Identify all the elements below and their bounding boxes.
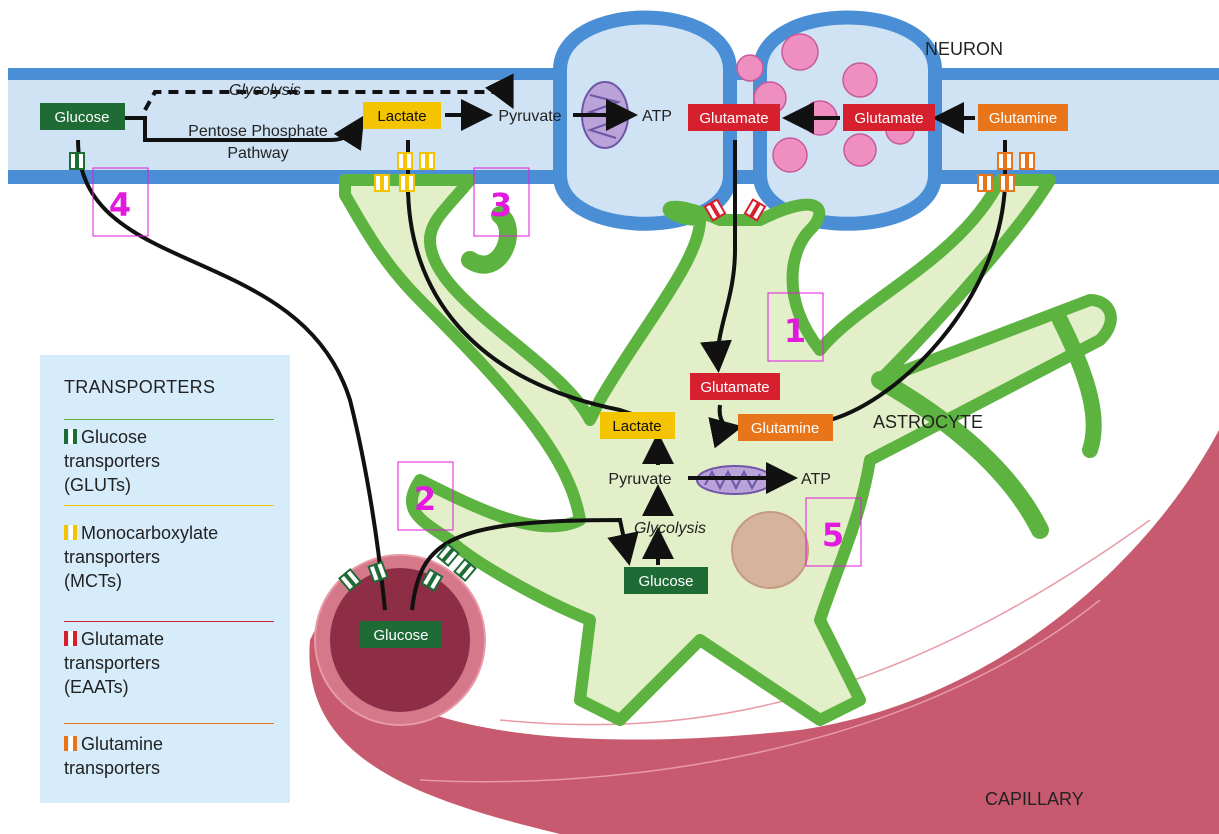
glucose-transporter-icon xyxy=(69,152,85,170)
neuron-glutamate-box-1: Glutamate xyxy=(688,104,780,131)
neuron-glutamine-box: Glutamine xyxy=(978,104,1068,131)
astrocyte-nucleus xyxy=(731,511,809,589)
neuron-region-label: NEURON xyxy=(925,39,1003,59)
pentose-pathway-label-2: Pathway xyxy=(227,145,288,162)
glutamate-transporter-icon xyxy=(743,198,767,222)
neuron-glutamate-label-1: Glutamate xyxy=(699,110,768,127)
transporters-legend: TRANSPORTERS Glucose transporters (GLUTs… xyxy=(40,355,290,803)
astrocyte-pyruvate-label: Pyruvate xyxy=(608,471,671,488)
marker-5: 5 xyxy=(805,497,862,567)
lactate-transporter-icon xyxy=(399,174,415,192)
neuron-glutamine-label: Glutamine xyxy=(989,110,1057,127)
glucose-transporter-icon xyxy=(453,557,477,583)
transporters xyxy=(69,152,1035,593)
glutamine-transporter-icon xyxy=(977,174,993,192)
glucose-transporter-icon xyxy=(436,542,460,568)
monocarboxylate-transporter-icon xyxy=(64,525,77,540)
neuron-atp-label: ATP xyxy=(642,108,672,125)
svg-text:4: 4 xyxy=(109,186,131,224)
glucose-transporter-icon xyxy=(64,429,77,444)
neuron-glucose-label: Glucose xyxy=(54,109,109,126)
legend-title: TRANSPORTERS xyxy=(64,377,216,397)
legend-item-mcts: Monocarboxylate transporters (MCTs) xyxy=(64,523,219,591)
glycolysis-dashed-arrow xyxy=(143,73,514,111)
astrocyte-lactate-box: Lactate xyxy=(600,412,675,439)
neuron-lactate-box: Lactate xyxy=(363,102,441,129)
svg-text:3: 3 xyxy=(490,186,512,224)
marker-3: 3 xyxy=(473,167,530,237)
legend-divider xyxy=(64,505,274,506)
svg-text:5: 5 xyxy=(822,516,844,554)
svg-text:1: 1 xyxy=(784,312,806,350)
marker-1: 1 xyxy=(767,292,824,362)
capillary-glucose-label: Glucose xyxy=(373,627,428,644)
legend-item-eaats: Glutamate transporters (EAATs) xyxy=(64,629,165,697)
svg-text:2: 2 xyxy=(414,480,436,518)
astrocyte-lactate-label: Lactate xyxy=(612,418,661,435)
neuron-pyruvate-label: Pyruvate xyxy=(498,108,561,125)
astrocyte-atp-label: ATP xyxy=(801,471,831,488)
lactate-transporter-icon xyxy=(419,152,435,170)
glucose-transporter-icon xyxy=(367,560,389,584)
neuron-glutamate-label-2: Glutamate xyxy=(854,110,923,127)
astrocyte-region-label: ASTROCYTE xyxy=(873,412,983,432)
astrocyte-glutamine-label: Glutamine xyxy=(751,420,819,437)
neuron-glutamate-box-2: Glutamate xyxy=(843,104,935,131)
astrocyte-glutamate-label: Glutamate xyxy=(700,379,769,396)
glutamine-transporter-icon xyxy=(64,736,77,751)
glucose-transporter-icon xyxy=(338,567,362,593)
legend-item-glutamine: Glutamine transporters xyxy=(64,734,164,778)
capillary-glucose-box: Glucose xyxy=(360,621,442,648)
pentose-pathway-label-1: Pentose Phosphate xyxy=(188,123,328,140)
astrocyte-glycolysis-label: Glycolysis xyxy=(634,520,706,537)
neuron-glycolysis-label: Glycolysis xyxy=(229,82,301,99)
capillary-region-label: CAPILLARY xyxy=(985,789,1084,809)
glutamate-transporter-icon xyxy=(64,631,77,646)
astrocyte-glutamate-box: Glutamate xyxy=(690,373,780,400)
legend-divider xyxy=(64,621,274,622)
astrocyte-glutamine-box: Glutamine xyxy=(738,414,833,441)
glutamine-transporter-icon xyxy=(997,152,1013,170)
marker-4: 4 xyxy=(92,167,149,237)
legend-item-gluts: Glucose transporters (GLUTs) xyxy=(64,427,161,495)
glutamine-transporter-icon xyxy=(999,174,1015,192)
legend-divider xyxy=(64,723,274,724)
glutamate-transporter-icon xyxy=(703,198,727,222)
pathway-lines xyxy=(76,99,1007,611)
legend-divider xyxy=(64,419,274,420)
glucose-transporter-icon xyxy=(420,568,444,592)
glutamine-transporter-icon xyxy=(1019,152,1035,170)
neuron-lactate-label: Lactate xyxy=(377,108,426,125)
astrocyte-glucose-box: Glucose xyxy=(624,567,708,594)
lactate-transporter-icon xyxy=(397,152,413,170)
neuron-glucose-box: Glucose xyxy=(40,103,125,130)
astrocyte-glucose-label: Glucose xyxy=(638,573,693,590)
presynaptic-terminal xyxy=(553,10,737,231)
marker-2: 2 xyxy=(397,461,454,531)
lactate-transporter-icon xyxy=(374,174,390,192)
